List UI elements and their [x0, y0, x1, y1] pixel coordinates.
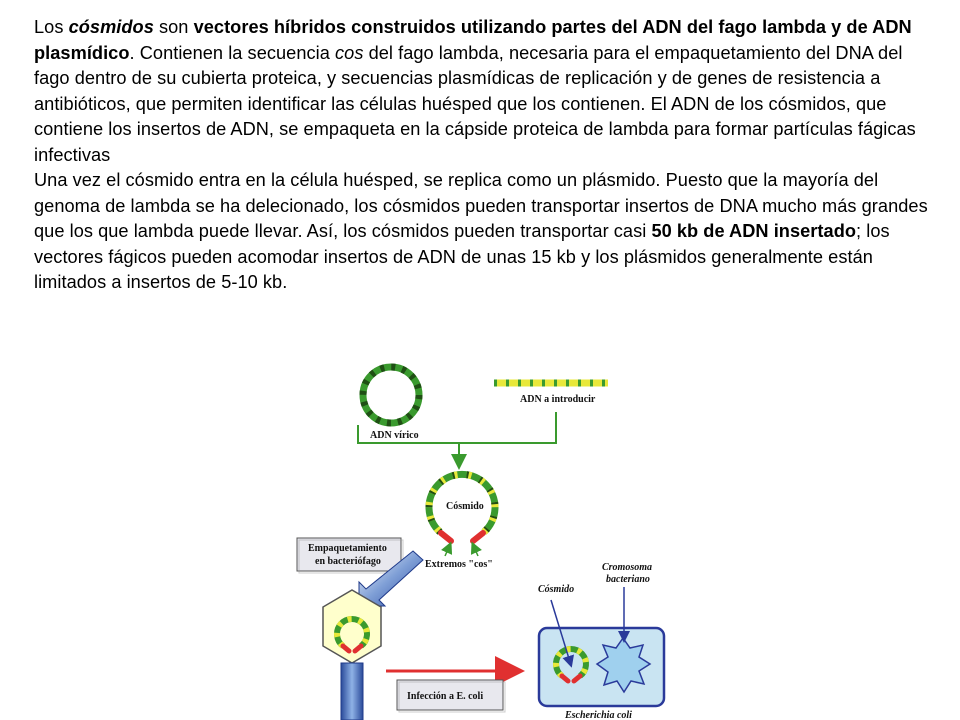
- slide-text: Los cósmidos son vectores híbridos const…: [34, 15, 934, 296]
- p1-text-g: del fago lambda, necesaria para el empaq…: [34, 42, 916, 165]
- p1-definition: vectores híbridos construidos utilizando…: [34, 17, 912, 63]
- label-cos-ends: Extremos "cos": [425, 559, 493, 570]
- label-insert-dna: ADN a introducir: [520, 394, 596, 405]
- p2-text-a: Una vez el cósmido entra en la célula hu…: [34, 170, 928, 241]
- p1-text-e: . Contienen la secuencia: [129, 42, 336, 63]
- cosmid-ring: [425, 470, 499, 535]
- packaging-label-box: [296, 537, 404, 574]
- paragraph-2: Una vez el cósmido entra en la célula hu…: [34, 168, 934, 296]
- cell-cosmid: [553, 646, 589, 684]
- label-viral-dna: ADN vírico: [370, 430, 419, 441]
- p1-term-cos: cos: [335, 42, 364, 63]
- bacterial-chromosome: [595, 636, 652, 694]
- p1-text-a: Los: [34, 17, 69, 37]
- infection-label-box: [396, 679, 506, 713]
- label-chromosome-1: Cromosoma: [602, 562, 652, 573]
- label-cell-cosmid: Cósmido: [538, 584, 574, 595]
- label-ecoli: Escherichia coli: [564, 710, 632, 720]
- paragraph-1: Los cósmidos son vectores híbridos const…: [34, 15, 934, 168]
- p2-capacity: 50 kb de ADN insertado: [651, 221, 857, 241]
- p1-text-c: son: [153, 17, 194, 37]
- cosmid-pointer: [550, 599, 574, 668]
- label-packaging-2: en bacteriófago: [315, 556, 381, 567]
- label-chromosome-2: bacteriano: [606, 574, 650, 585]
- phage-particle: [322, 589, 382, 720]
- viral-dna-ring: [359, 363, 423, 427]
- cos-pointer-arrows: [441, 541, 482, 557]
- p1-term-cosmidos: cósmidos: [68, 17, 154, 37]
- label-packaging-1: Empaquetamiento: [308, 543, 387, 554]
- p2-text-c: ; los vectores fágicos pueden acomodar i…: [34, 221, 890, 292]
- connector-lines: [357, 412, 557, 470]
- label-infection: Infección a E. coli: [407, 691, 483, 702]
- cos-ends: [438, 530, 486, 544]
- label-cosmid: Cósmido: [446, 501, 484, 512]
